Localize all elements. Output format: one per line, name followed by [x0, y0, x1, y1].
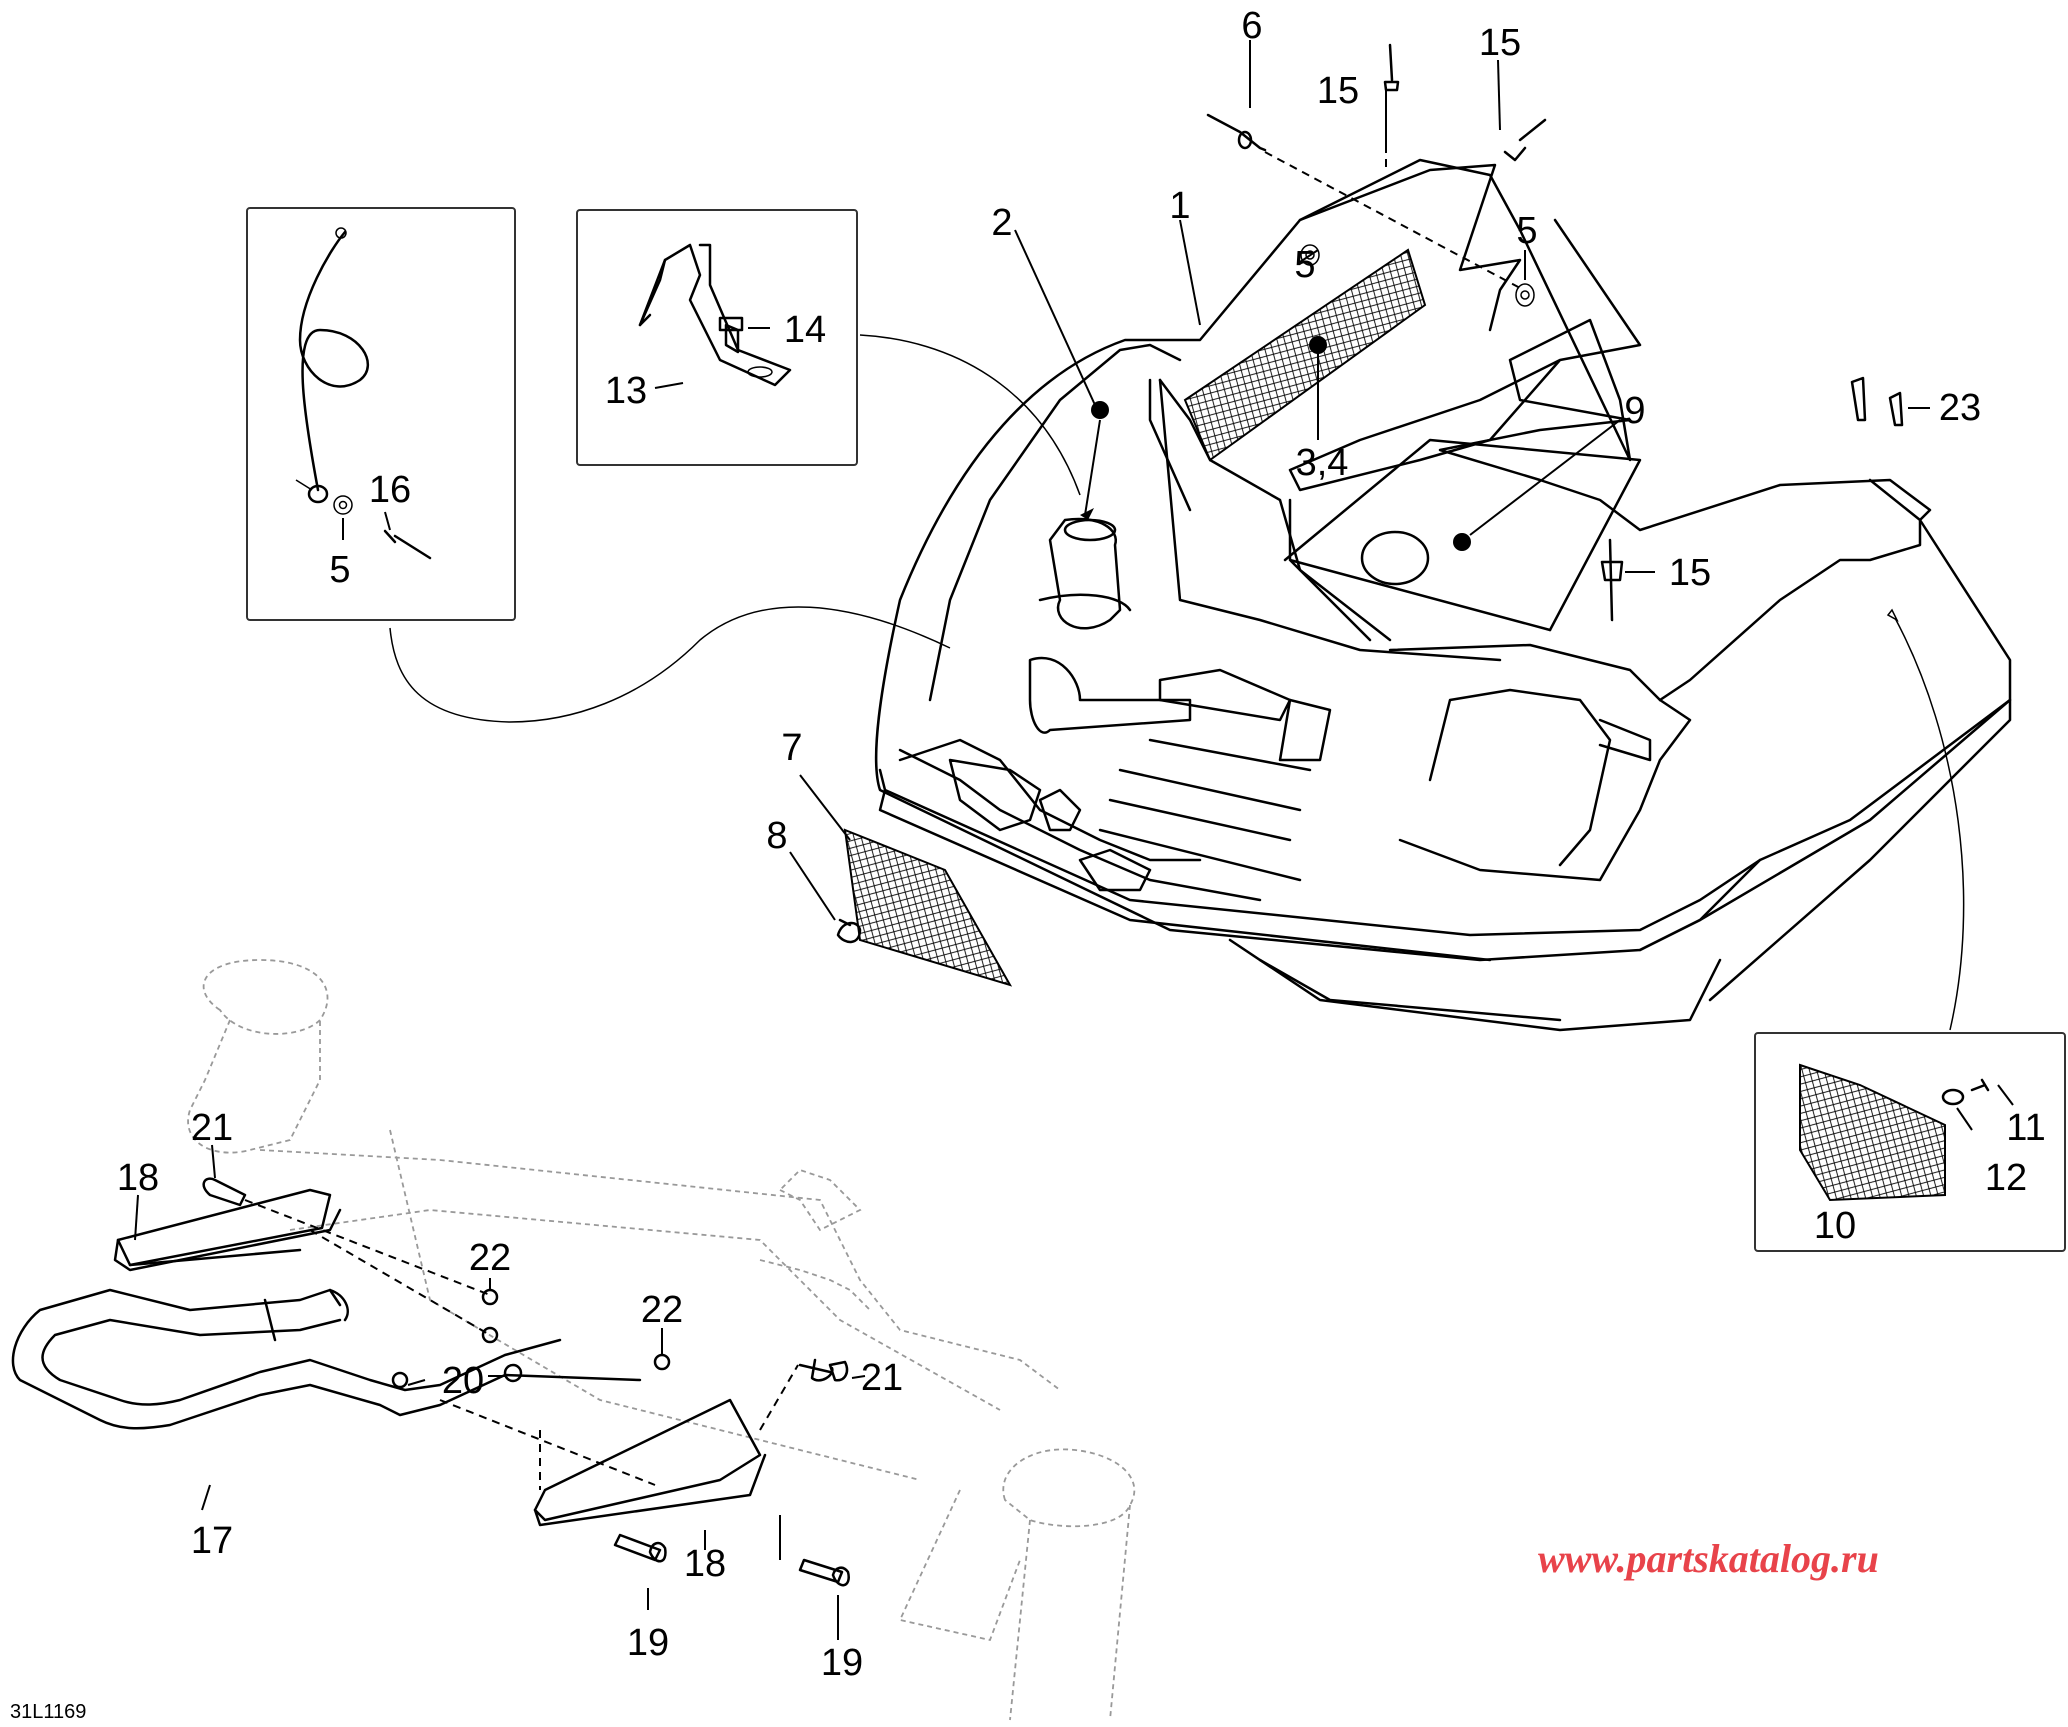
callout-22-left: 22 — [469, 1237, 511, 1279]
callout-21-left: 21 — [191, 1107, 233, 1149]
callout-6: 6 — [1241, 5, 1262, 47]
detail-box-tether-cord — [246, 207, 516, 621]
callout-8: 8 — [766, 815, 787, 857]
callout-7: 7 — [781, 727, 802, 769]
callout-5-cord: 5 — [329, 549, 350, 591]
callout-5-upper: 5 — [1294, 244, 1315, 286]
callout-21-right: 21 — [861, 1357, 903, 1399]
callout-11: 11 — [2006, 1107, 2045, 1149]
ref-dot-3-4 — [1309, 336, 1327, 354]
callout-17: 17 — [191, 1520, 233, 1562]
callout-19-left: 19 — [627, 1622, 669, 1664]
callout-16: 16 — [369, 469, 411, 511]
ref-dot-2 — [1091, 401, 1109, 419]
callout-18-left: 18 — [117, 1157, 159, 1199]
diagram-code: 31L1169 — [10, 1701, 86, 1723]
leader-lines-bumper — [134, 1144, 866, 1640]
connector-bracket — [859, 334, 1081, 496]
callout-13: 13 — [605, 370, 647, 412]
callout-15-mid: 15 — [1669, 552, 1711, 594]
callout-1: 1 — [1169, 185, 1190, 227]
fasteners-main — [836, 43, 1904, 944]
callout-20: 20 — [442, 1360, 484, 1402]
connector-tether — [389, 606, 951, 723]
watermark-url: www.partskatalog.ru — [1538, 1536, 1879, 1581]
callout-18-right: 18 — [684, 1543, 726, 1585]
connector-reflector — [1894, 617, 1965, 1031]
callout-9: 9 — [1624, 390, 1645, 432]
front-mesh-grille — [843, 828, 1013, 987]
callout-23: 23 — [1939, 387, 1981, 429]
callout-19-right: 19 — [821, 1642, 863, 1684]
callout-3-4: 3,4 — [1296, 442, 1349, 484]
callout-10: 10 — [1814, 1205, 1856, 1247]
callout-14: 14 — [784, 309, 826, 351]
detail-box-bracket — [576, 209, 858, 466]
callout-2: 2 — [991, 202, 1012, 244]
leader-lines-main — [789, 40, 1930, 921]
bumper-assembly — [11, 959, 1136, 1721]
detail-box-reflector — [1754, 1032, 2066, 1252]
upper-mesh-grille — [1183, 248, 1427, 462]
callout-12: 12 — [1985, 1157, 2027, 1199]
ref-dot-9 — [1453, 533, 1471, 551]
front-body-assembly — [874, 158, 2012, 1032]
callout-5-right: 5 — [1516, 210, 1537, 252]
callout-15-right: 15 — [1479, 22, 1521, 64]
callout-15-top: 15 — [1317, 70, 1359, 112]
callout-22-right: 22 — [641, 1289, 683, 1331]
